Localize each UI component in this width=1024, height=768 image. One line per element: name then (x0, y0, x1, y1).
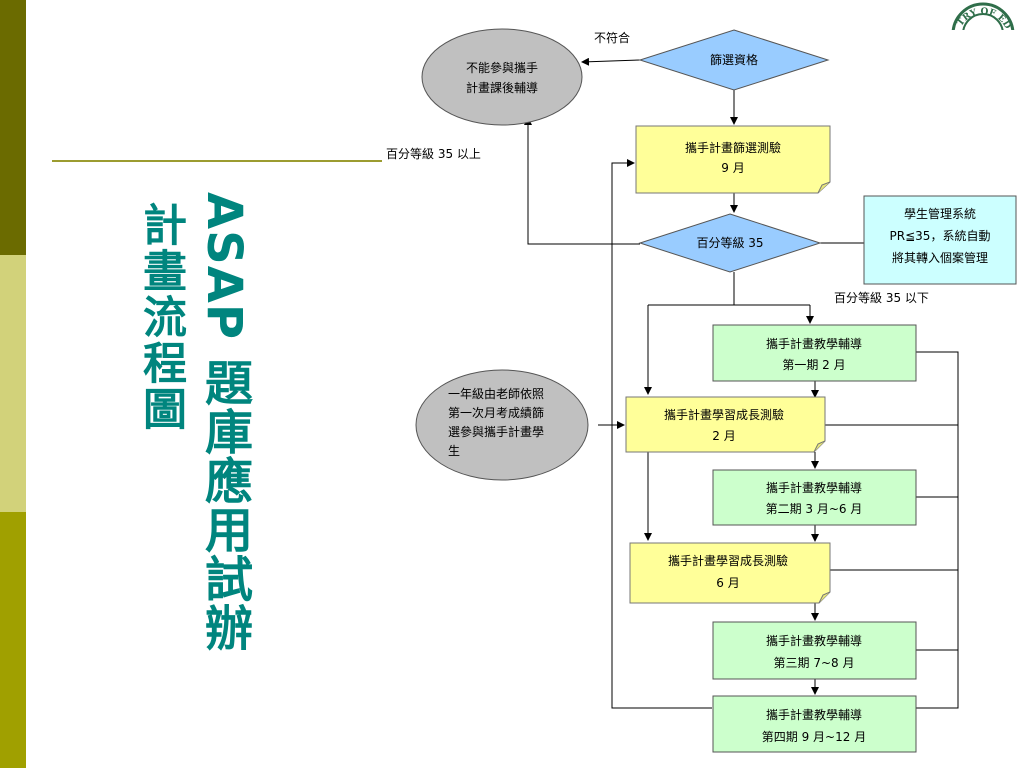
screening-test-line2: 9 月 (721, 161, 744, 175)
first-grade-note-node: 一年級由老師依照 第一次月考成績篩 選參與攜手計畫學 生 (415, 369, 589, 481)
tutoring-4-line1: 攜手計畫教學輔導 (766, 707, 862, 722)
tutoring-2-line1: 攜手計畫教學輔導 (766, 480, 862, 495)
percentile-decision: 百分等級 35 (638, 213, 822, 273)
tutoring-phase-2: 攜手計畫教學輔導 第二期 3 月~6 月 (712, 469, 917, 526)
student-system-line2: PR≦35，系統自動 (890, 229, 991, 243)
tutoring-1-line1: 攜手計畫教學輔導 (766, 336, 862, 351)
screening-test-node: 攜手計畫篩選測驗 9 月 (635, 125, 831, 194)
title-rule (52, 160, 382, 162)
screening-decision-label: 篩選資格 (710, 52, 758, 67)
not-participate-line2: 計畫課後輔導 (466, 80, 538, 95)
tutoring-3-line2: 第三期 7~8 月 (774, 656, 855, 670)
growth-test-2-line2: 6 月 (716, 576, 739, 590)
growth-test-2-line1: 攜手計畫學習成長測驗 (668, 553, 788, 568)
first-grade-line3: 選參與攜手計畫學 (448, 424, 544, 439)
screening-decision: 篩選資格 (638, 29, 830, 91)
slide-subtitle: 計畫流程圖 (135, 202, 186, 432)
student-system-line1: 學生管理系統 (904, 206, 976, 221)
tutoring-4-line2: 第四期 9 月~12 月 (762, 730, 866, 744)
left-band-light (0, 255, 26, 512)
ministry-logo: TRY OF EDUC (946, 2, 1020, 30)
connectors (524, 57, 959, 709)
tutoring-1-line2: 第一期 2 月 (782, 358, 845, 372)
growth-test-1-line1: 攜手計畫學習成長測驗 (664, 407, 784, 422)
student-system-line3: 將其轉入個案管理 (892, 250, 988, 265)
tutoring-phase-4: 攜手計畫教學輔導 第四期 9 月~12 月 (712, 695, 917, 753)
tutoring-phase-1: 攜手計畫教學輔導 第一期 2 月 (712, 324, 917, 382)
tutoring-3-line1: 攜手計畫教學輔導 (766, 633, 862, 648)
screening-test-line1: 攜手計畫篩選測驗 (685, 140, 781, 155)
growth-test-1: 攜手計畫學習成長測驗 2 月 (625, 396, 826, 453)
tutoring-2-line2: 第二期 3 月~6 月 (766, 502, 863, 516)
growth-test-1-line2: 2 月 (712, 429, 735, 443)
tutoring-phase-3: 攜手計畫教學輔導 第三期 7~8 月 (712, 621, 917, 680)
not-participate-node: 不能參與攜手 計畫課後輔導 (421, 28, 583, 126)
below-label: 百分等級 35 以下 (834, 291, 929, 305)
first-grade-line1: 一年級由老師依照 (448, 386, 544, 401)
percentile-decision-label: 百分等級 35 (696, 236, 763, 250)
not-participate-line1: 不能參與攜手 (466, 60, 538, 75)
left-band-olive (0, 512, 26, 768)
first-grade-line2: 第一次月考成績篩 (448, 405, 544, 420)
left-band-dark (0, 0, 26, 255)
student-system-node: 學生管理系統 PR≦35，系統自動 將其轉入個案管理 (863, 195, 1017, 285)
slide-title: ASAP 題庫應用試辦 (196, 192, 252, 652)
first-grade-line4: 生 (448, 444, 460, 458)
growth-test-2: 攜手計畫學習成長測驗 6 月 (629, 542, 831, 604)
not-qualified-label: 不符合 (594, 30, 630, 45)
above-label: 百分等級 35 以上 (386, 147, 481, 161)
